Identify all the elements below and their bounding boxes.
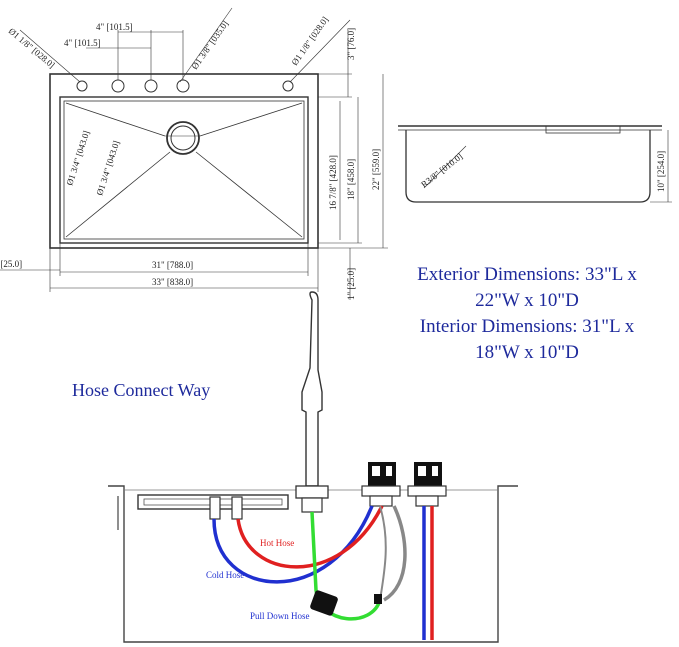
- hose-connect-title: Hose Connect Way: [72, 380, 211, 400]
- interior-line-1: Interior Dimensions: 31"L x: [419, 316, 635, 337]
- hole-5: [282, 80, 294, 92]
- exterior-line-1: Exterior Dimensions: 33"L x: [417, 264, 637, 285]
- side-ledge: [545, 125, 621, 134]
- dim-bottom-margin: 1" [25.0]: [346, 268, 356, 300]
- aux-hose: [383, 505, 407, 602]
- drain: [166, 121, 200, 155]
- dim-width-exterior: 33" [838.0]: [152, 277, 193, 287]
- hot-hose: [236, 505, 384, 569]
- valve-right: [231, 496, 243, 520]
- dim-drain-inner: Ø1 3/4" [043.0]: [94, 139, 121, 196]
- cold-hose: [212, 505, 374, 584]
- dim-height-interior: 16 7/8" [428.0]: [328, 155, 338, 210]
- dim-hole-left: Ø1 1/8" [028.0]: [7, 26, 57, 70]
- hose-view: [108, 291, 518, 643]
- cold-hose-label: Cold Hose: [206, 570, 244, 580]
- faucet-base: [295, 485, 329, 499]
- side-view: [398, 125, 672, 203]
- dim-hole-mid: Ø1 3/8" [035.0]: [189, 19, 230, 71]
- bowl-inner: [63, 100, 305, 240]
- hole-4: [176, 79, 190, 93]
- dim-hole-right: Ø1 1/8" [028.0]: [289, 15, 330, 67]
- supply-valve-right: [407, 462, 447, 507]
- bowl-outline: [59, 96, 309, 244]
- dim-depth: 10" [254.0]: [656, 151, 666, 192]
- hose-weight: [310, 590, 338, 616]
- dim-height-exterior: 22" [559.0]: [371, 149, 381, 190]
- interior-line-2: 18"W x 10"D: [475, 342, 579, 363]
- sink-outline: [49, 73, 319, 249]
- interior-dimensions: Interior Dimensions: 31"L x 18"W x 10"D: [392, 314, 662, 366]
- exterior-dimensions: Exterior Dimensions: 33"L x 22"W x 10"D: [392, 262, 662, 314]
- faucet-body: [301, 291, 323, 487]
- dim-width-interior: 31" [788.0]: [152, 260, 193, 270]
- dim-drain-outer: Ø1 3/4" [043.0]: [64, 129, 91, 186]
- hole-3: [144, 79, 158, 93]
- top-view: [0, 7, 388, 300]
- dim-radius: R3/8" [010.0]: [419, 151, 464, 189]
- pull-down-hose-label: Pull Down Hose: [250, 611, 310, 621]
- hole-2: [111, 79, 125, 93]
- exterior-line-2: 22"W x 10"D: [475, 290, 579, 311]
- dim-left-margin: 1" [25.0]: [0, 259, 22, 269]
- hose-connector: [374, 594, 382, 604]
- dim-top-margin: 3" [76.0]: [346, 28, 356, 60]
- supply-valve-left: [361, 462, 401, 507]
- dim-inner-spacing: 4" [101.5]: [64, 38, 101, 48]
- dim-height-bowl: 18" [458.0]: [346, 159, 356, 200]
- sink-section: [108, 485, 518, 643]
- hole-1: [76, 80, 88, 92]
- valve-left: [209, 496, 221, 520]
- hot-hose-label: Hot Hose: [260, 538, 294, 548]
- dim-outer-spacing: 4" [101.5]: [96, 22, 133, 32]
